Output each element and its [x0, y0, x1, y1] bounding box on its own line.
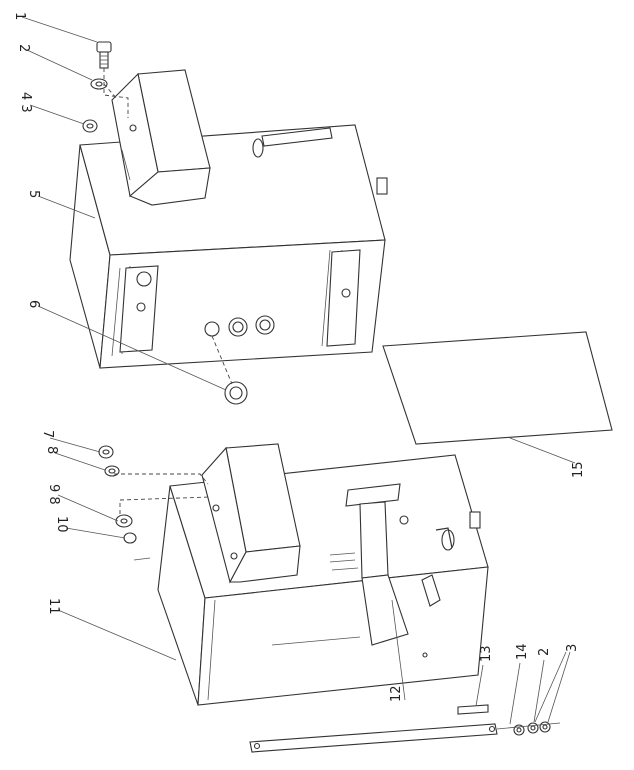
lower-cabinet	[157, 443, 489, 706]
knob-part	[211, 335, 248, 405]
callout-label: 4 3	[18, 92, 33, 113]
callout-label: 2	[16, 44, 31, 52]
upper-fasteners	[82, 41, 129, 133]
callout-label: 5	[26, 190, 41, 198]
callout-label: 9 8	[46, 484, 61, 505]
callout-label: 11	[46, 598, 61, 615]
callout-label: 2	[537, 648, 552, 656]
flat-panel	[382, 331, 613, 445]
callout-label: 1	[12, 12, 27, 20]
lower-fasteners	[98, 445, 211, 561]
leader-lines	[21, 16, 576, 725]
callout-label: 12	[389, 685, 404, 702]
callout-labels: 1 2 4 3 5 6 7 8 9 8 10 11 12 13 14 2 3 1…	[12, 12, 586, 702]
callout-label: 8	[44, 446, 59, 454]
callout-label: 3	[565, 644, 580, 652]
callout-label: 7	[40, 430, 55, 438]
upper-cabinet	[69, 69, 388, 369]
callout-label: 15	[571, 461, 586, 478]
callout-label: 13	[479, 645, 494, 662]
callout-label: 6	[26, 300, 41, 308]
callout-label: 10	[54, 516, 69, 533]
rail-rod	[249, 704, 561, 753]
callout-label: 14	[515, 643, 530, 660]
